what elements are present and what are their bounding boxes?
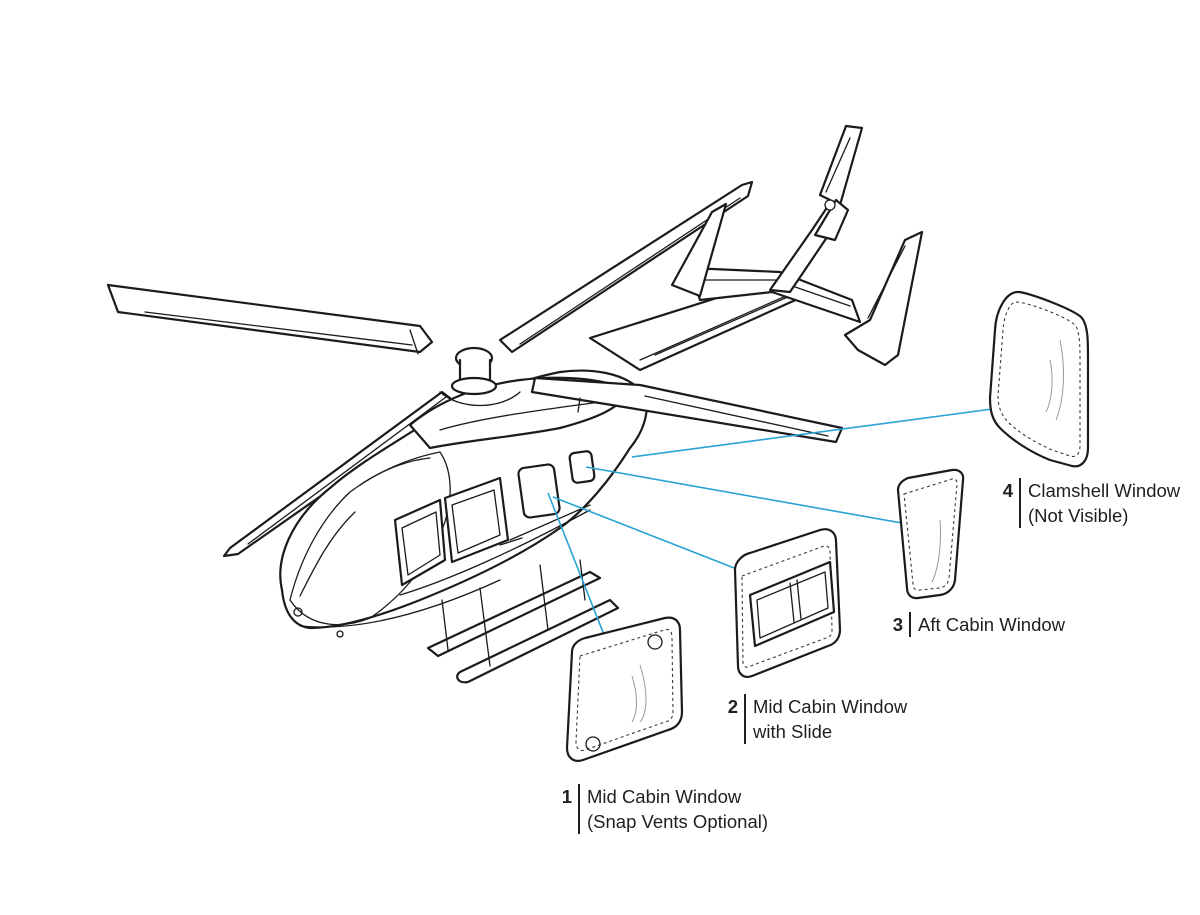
rotor-hub [439, 346, 844, 444]
helicopter-illustration [106, 124, 924, 684]
horizontal-stabilizer [688, 266, 862, 324]
mid-cabin-window-on-body [517, 463, 561, 519]
vertical-fin-left [670, 202, 728, 298]
callout-3-number: 3 [892, 614, 903, 635]
rotor-blade-back [498, 180, 754, 354]
callout-3-text: Aft Cabin Window [918, 612, 1065, 637]
callout-1: 1 Mid Cabin Window (Snap Vents Optional) [556, 784, 768, 834]
callout-2-number: 2 [727, 696, 738, 717]
landing-skids [426, 559, 620, 684]
callout-4-line1: Clamshell Window [1028, 480, 1181, 501]
callout-1-divider [578, 784, 580, 834]
aft-cabin-window-on-body [568, 450, 596, 484]
callout-2-line2: with Slide [753, 721, 833, 742]
callout-3-line1: Aft Cabin Window [918, 614, 1066, 635]
window-1-mid-cabin [565, 616, 684, 762]
callout-4-divider [1019, 478, 1021, 528]
leader-lines [547, 407, 1001, 656]
tail-rotor [768, 124, 864, 294]
window-2-mid-cabin-slide [733, 528, 842, 678]
callout-4-text: Clamshell Window (Not Visible) [1028, 478, 1180, 528]
callout-3-divider [909, 612, 911, 637]
callout-4: 4 Clamshell Window (Not Visible) [997, 478, 1180, 528]
rotor-blade-left [106, 283, 434, 355]
callout-1-text: Mid Cabin Window (Snap Vents Optional) [587, 784, 768, 834]
leader-line-4 [631, 407, 1001, 458]
callout-2-line1: Mid Cabin Window [753, 696, 908, 717]
vertical-fin-right [843, 230, 924, 367]
leader-line-3 [585, 466, 914, 526]
callout-1-number: 1 [561, 786, 572, 807]
leader-line-2 [552, 496, 753, 576]
leader-line-1 [547, 492, 613, 656]
callout-4-number: 4 [1002, 480, 1013, 501]
callout-2-divider [744, 694, 746, 744]
fuselage [279, 369, 648, 638]
callout-1-line1: Mid Cabin Window [587, 786, 742, 807]
window-4-clamshell [988, 290, 1090, 468]
callout-4-line2: (Not Visible) [1028, 505, 1129, 526]
window-3-aft-cabin [896, 468, 965, 600]
callout-2: 2 Mid Cabin Window with Slide [722, 694, 907, 744]
callout-3: 3 Aft Cabin Window [887, 612, 1065, 637]
callout-2-text: Mid Cabin Window with Slide [753, 694, 907, 744]
callout-1-line2: (Snap Vents Optional) [587, 811, 768, 832]
